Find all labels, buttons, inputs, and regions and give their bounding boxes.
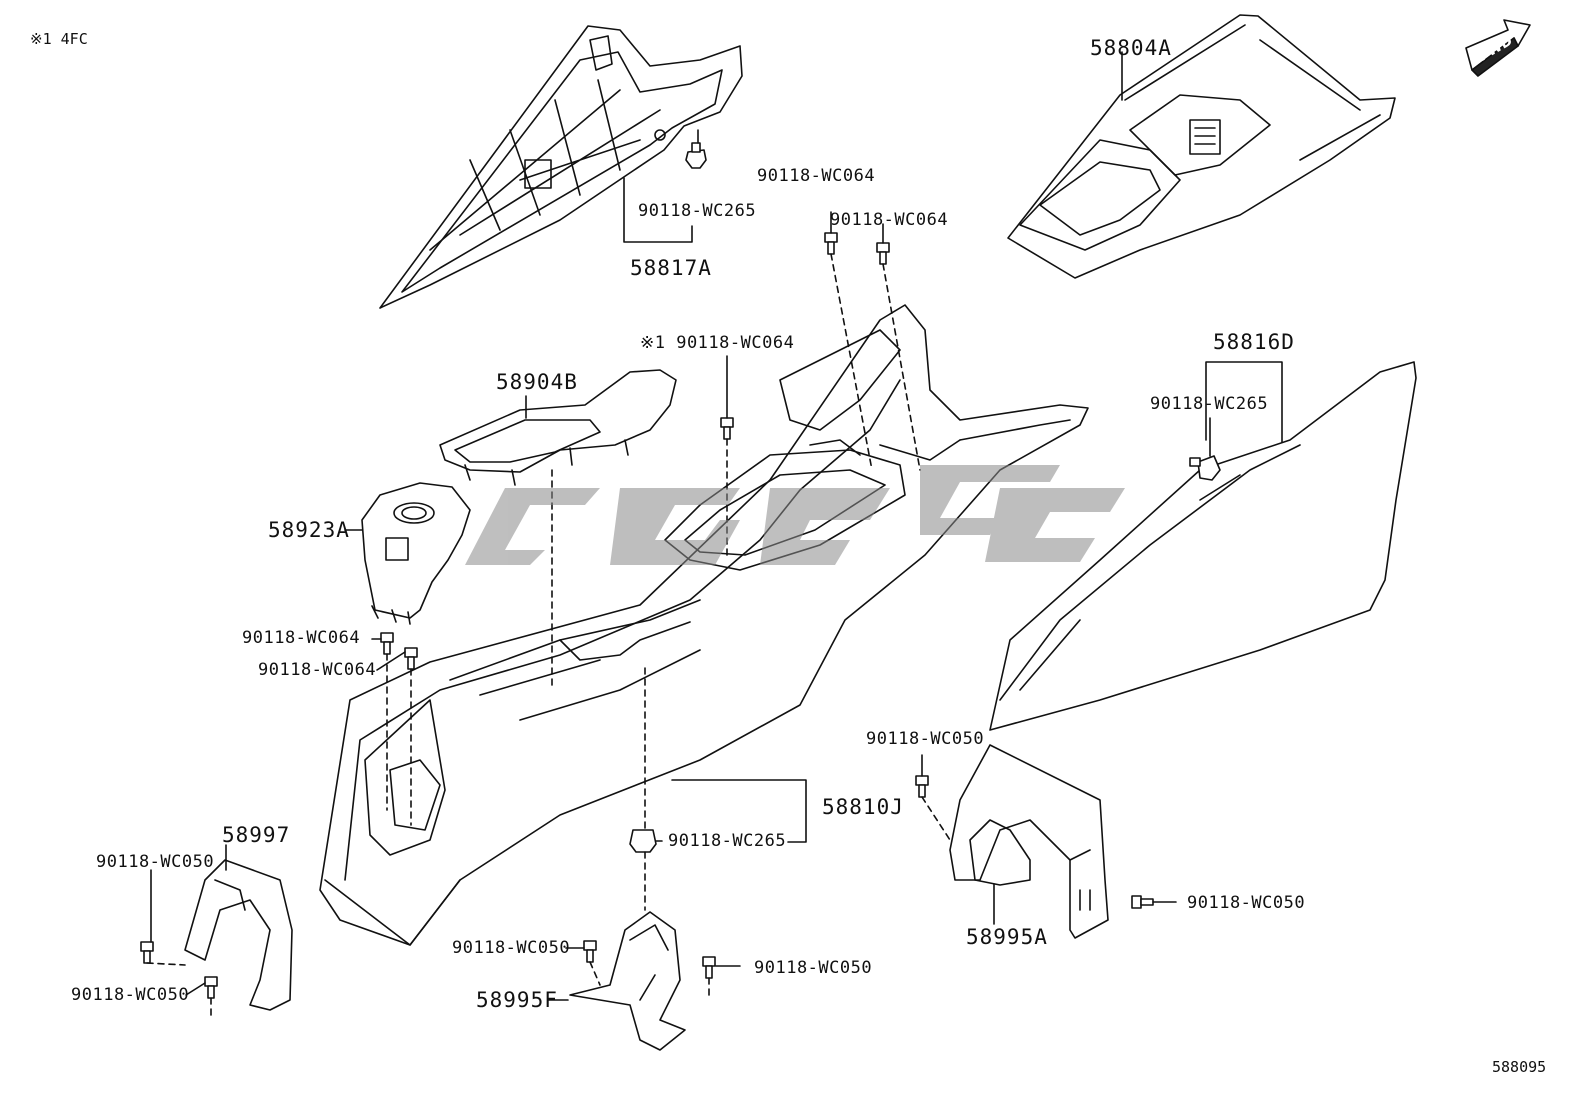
- panel-58816D: [989, 361, 1417, 731]
- label-58817A[interactable]: 58817A: [630, 256, 712, 280]
- clip-wc265-right: [1189, 455, 1221, 481]
- label-58997[interactable]: 58997: [222, 823, 291, 847]
- label-wc265-center[interactable]: 90118-WC265: [668, 831, 787, 851]
- footnote: ※1 4FC: [30, 30, 88, 48]
- bracket-58995A: [949, 744, 1109, 939]
- label-wc050-a[interactable]: 90118-WC050: [866, 729, 985, 749]
- label-58816D[interactable]: 58816D: [1213, 330, 1295, 354]
- leader-58816D: [1205, 361, 1283, 443]
- label-58810J[interactable]: 58810J: [822, 795, 904, 819]
- label-58804A[interactable]: 58804A: [1090, 36, 1172, 60]
- clip-wc265-top: [685, 142, 707, 169]
- label-58995A[interactable]: 58995A: [966, 925, 1048, 949]
- cover-58923A: [361, 482, 471, 625]
- label-wc064-d[interactable]: 90118-WC064: [242, 628, 361, 648]
- label-wc064-b[interactable]: 90118-WC064: [830, 210, 949, 230]
- label-wc050-e[interactable]: 90118-WC050: [754, 958, 873, 978]
- panel-58817A: [379, 25, 743, 309]
- bracket-58995F: [569, 911, 686, 1051]
- label-wc265-top[interactable]: 90118-WC265: [638, 201, 757, 221]
- label-wc064-e[interactable]: 90118-WC064: [258, 660, 377, 680]
- label-wc050-d[interactable]: 90118-WC050: [452, 938, 571, 958]
- leader-58817A: [623, 177, 693, 243]
- label-58923A[interactable]: 58923A: [268, 518, 350, 542]
- label-wc050-c[interactable]: 90118-WC050: [1187, 893, 1306, 913]
- label-wc265-right[interactable]: 90118-WC265: [1150, 394, 1269, 414]
- label-wc050-f[interactable]: 90118-WC050: [71, 985, 190, 1005]
- bolt-leaders: [150, 129, 1211, 996]
- label-58995F[interactable]: 58995F: [476, 988, 558, 1012]
- watermark-logo: [465, 465, 1125, 565]
- label-wc064-c[interactable]: ※1 90118-WC064: [640, 333, 795, 353]
- panel-58804A: [1007, 14, 1396, 279]
- label-58904B[interactable]: 58904B: [496, 370, 578, 394]
- label-wc050-b[interactable]: 90118-WC050: [96, 852, 215, 872]
- tray-58904B: [439, 369, 677, 486]
- bracket-58997: [184, 859, 293, 1011]
- fwd-arrow-icon: [1465, 19, 1531, 77]
- leader-58810J: [671, 779, 807, 843]
- label-wc064-a[interactable]: 90118-WC064: [757, 166, 876, 186]
- figure-id: 588095: [1492, 1058, 1547, 1076]
